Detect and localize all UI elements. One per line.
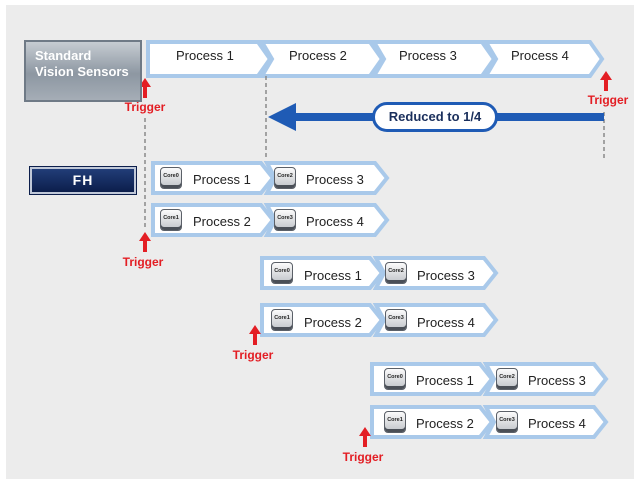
standard-label-line1: Standard (35, 48, 92, 63)
standard-process-2: Process 2 (289, 48, 347, 63)
cpu-core-icon: Core1 (160, 209, 182, 231)
reduced-arrow-head (268, 103, 296, 131)
fh-process-label: Process 2 (304, 315, 362, 330)
cpu-core-icon: Core0 (160, 167, 182, 189)
cpu-core-icon: Core0 (384, 368, 406, 390)
trigger-arrow-icon (139, 232, 151, 252)
cpu-core-icon: Core3 (496, 411, 518, 433)
trigger-label: Trigger (342, 450, 384, 464)
standard-process-arrow (146, 40, 273, 78)
fh-process-arrow (151, 161, 276, 195)
standard-process-1: Process 1 (176, 48, 234, 63)
trigger-arrow-icon (600, 71, 612, 91)
trigger-label: Trigger (122, 255, 164, 269)
standard-process-3: Process 3 (399, 48, 457, 63)
fh-process-label: Process 2 (416, 416, 474, 431)
fh-process-label: Process 4 (417, 315, 475, 330)
trigger-arrow-icon (359, 427, 371, 447)
cpu-core-icon: Core3 (274, 209, 296, 231)
fh-process-label: Process 3 (417, 268, 475, 283)
cpu-core-icon: Core2 (496, 368, 518, 390)
cpu-core-icon: Core0 (271, 262, 293, 284)
cpu-core-icon: Core2 (274, 167, 296, 189)
fh-process-label: Process 3 (528, 373, 586, 388)
cpu-core-icon: Core1 (271, 309, 293, 331)
fh-process-label: Process 1 (416, 373, 474, 388)
fh-process-label: Process 2 (193, 214, 251, 229)
trigger-label: Trigger (232, 348, 274, 362)
fh-process-label: Process 1 (304, 268, 362, 283)
reduced-to-quarter-label: Reduced to 1/4 (372, 102, 498, 132)
standard-process-4: Process 4 (511, 48, 569, 63)
trigger-label: Trigger (587, 93, 629, 107)
fh-process-label: Process 1 (193, 172, 251, 187)
standard-vision-sensors-label: Standard Vision Sensors (24, 40, 142, 102)
trigger-label: Trigger (124, 100, 166, 114)
cpu-core-icon: Core3 (385, 309, 407, 331)
fh-process-arrow (151, 203, 276, 237)
fh-process-label: Process 4 (306, 214, 364, 229)
cpu-core-icon: Core1 (384, 411, 406, 433)
fh-label: FH (29, 166, 137, 195)
standard-process-arrow (258, 40, 385, 78)
fh-process-label: Process 3 (306, 172, 364, 187)
cpu-core-icon: Core2 (385, 262, 407, 284)
trigger-arrow-icon (249, 325, 261, 345)
standard-process-arrow (370, 40, 497, 78)
standard-process-arrow (482, 40, 605, 78)
fh-process-label: Process 4 (528, 416, 586, 431)
trigger-arrow-icon (139, 78, 151, 98)
standard-label-line2: Vision Sensors (35, 64, 129, 79)
